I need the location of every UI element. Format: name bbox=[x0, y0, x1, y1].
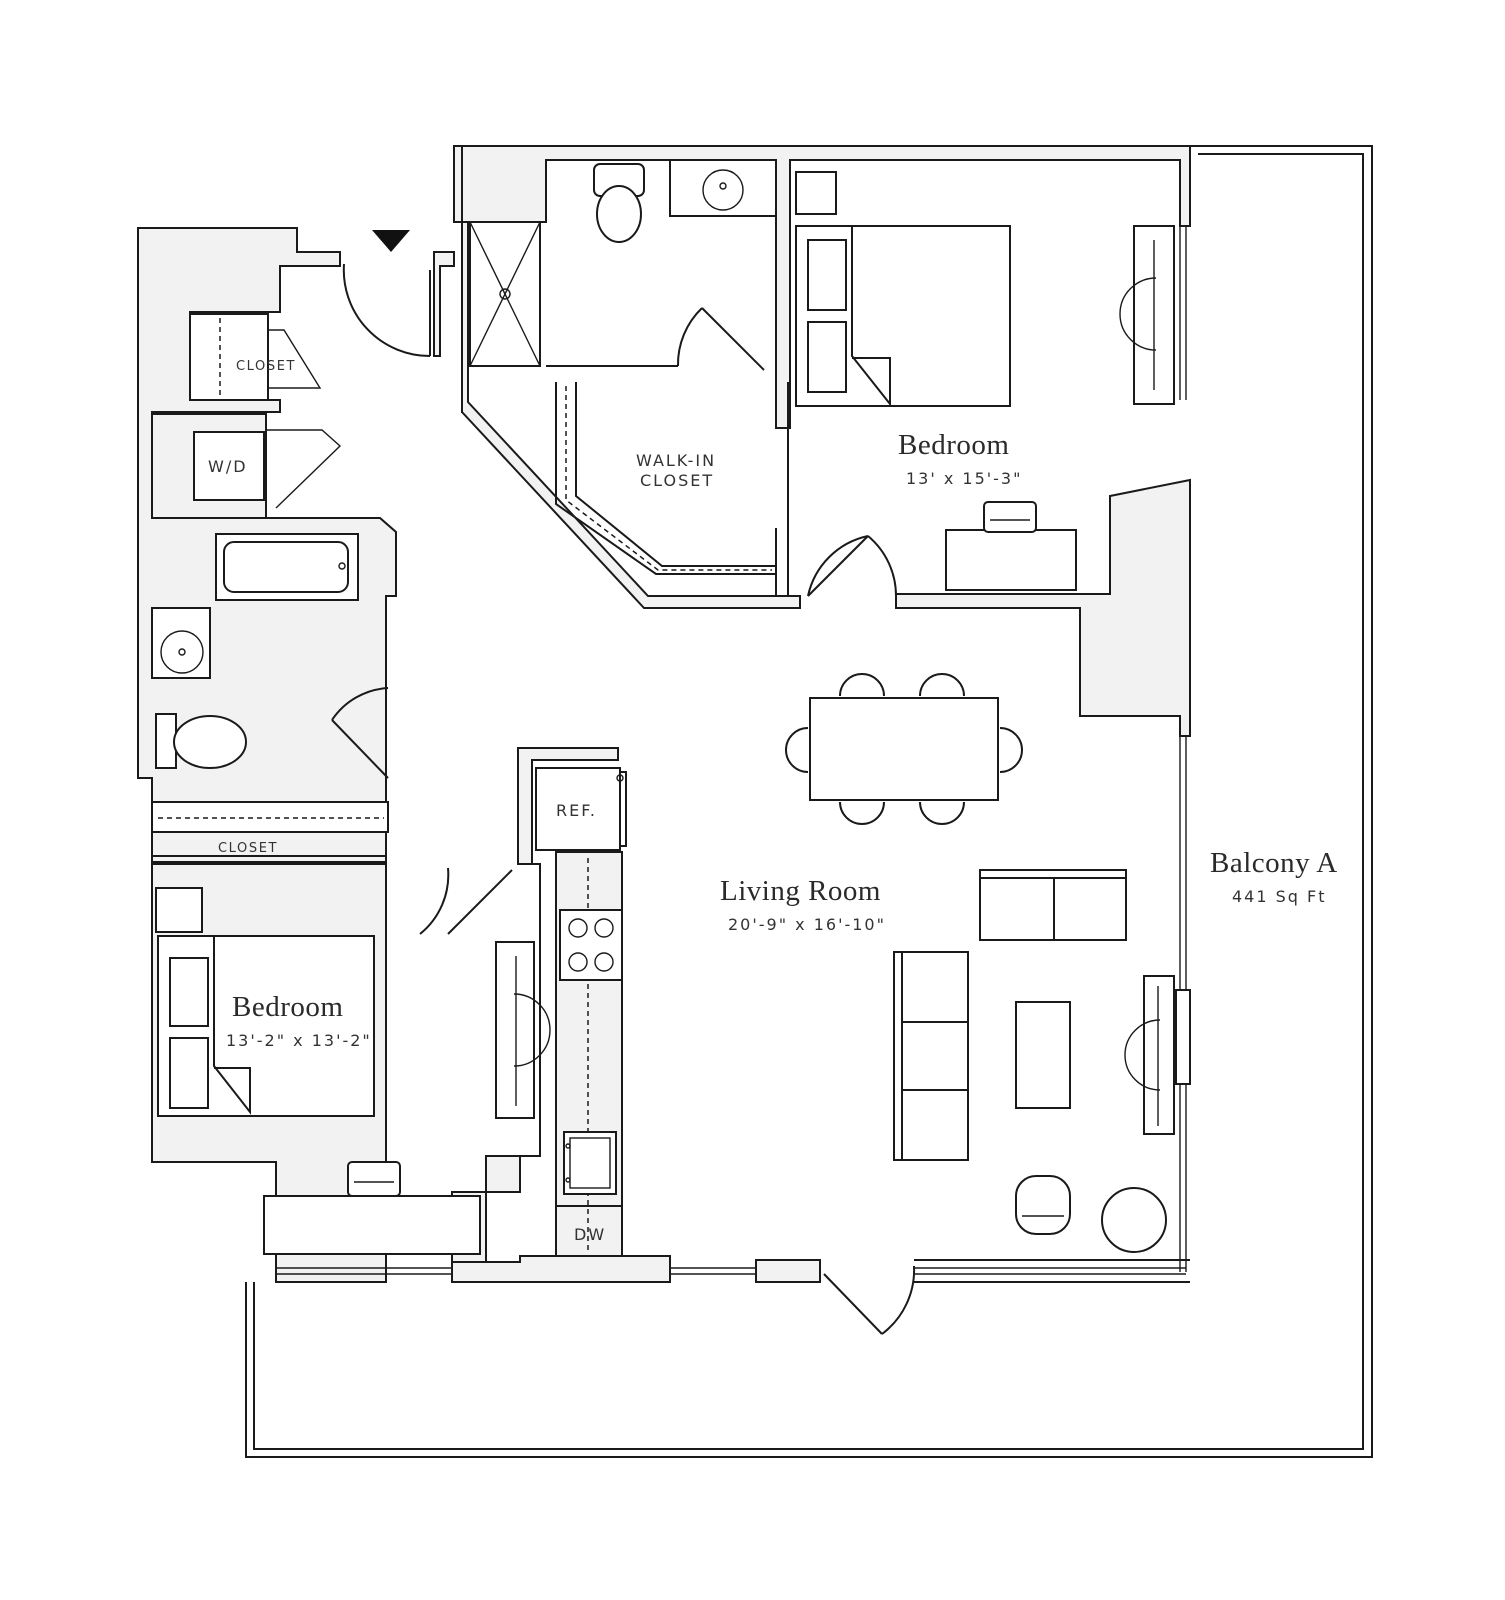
dining-set bbox=[785, 673, 1023, 825]
entry-arrow-icon bbox=[372, 230, 410, 252]
bedroom-2-furniture bbox=[155, 867, 551, 1255]
bedroom-1-furniture bbox=[795, 171, 1175, 597]
dishwasher-label: DW bbox=[574, 1225, 606, 1244]
washer-dryer-label: W/D bbox=[208, 457, 248, 476]
bathroom-2 bbox=[151, 533, 389, 779]
walk-in-label-line2: CLOSET bbox=[640, 471, 714, 490]
bedroom-1-dimensions: 13' x 15'-3" bbox=[906, 469, 1022, 488]
balcony-area: 441 Sq Ft bbox=[1232, 887, 1327, 906]
refrigerator-label: REF. bbox=[556, 801, 597, 820]
walk-in-closet bbox=[555, 382, 789, 596]
living-furniture bbox=[893, 869, 1175, 1253]
bedroom-2-name: Bedroom bbox=[232, 991, 343, 1023]
balcony-outline bbox=[245, 145, 1373, 1458]
windows bbox=[276, 226, 1191, 1283]
closet-mid: CLOSET bbox=[151, 801, 389, 857]
closet-top-label: CLOSET bbox=[236, 359, 296, 374]
entry-door[interactable] bbox=[342, 263, 431, 358]
closet-mid-label: CLOSET bbox=[218, 841, 278, 856]
bedroom-1-name: Bedroom bbox=[898, 429, 1009, 461]
walk-in-label-line1: WALK-IN bbox=[636, 451, 716, 470]
balcony-door[interactable] bbox=[823, 1265, 916, 1335]
balcony-name: Balcony A bbox=[1210, 847, 1338, 879]
bedroom-2-dimensions: 13'-2" x 13'-2" bbox=[226, 1031, 372, 1050]
closet-top: CLOSET bbox=[189, 313, 322, 401]
living-room-name: Living Room bbox=[720, 875, 881, 907]
washer-dryer: W/D bbox=[151, 413, 342, 519]
living-room-dimensions: 20'-9" x 16'-10" bbox=[728, 915, 886, 934]
kitchen: REF. DW bbox=[535, 767, 627, 1250]
primary-bath bbox=[469, 159, 777, 371]
